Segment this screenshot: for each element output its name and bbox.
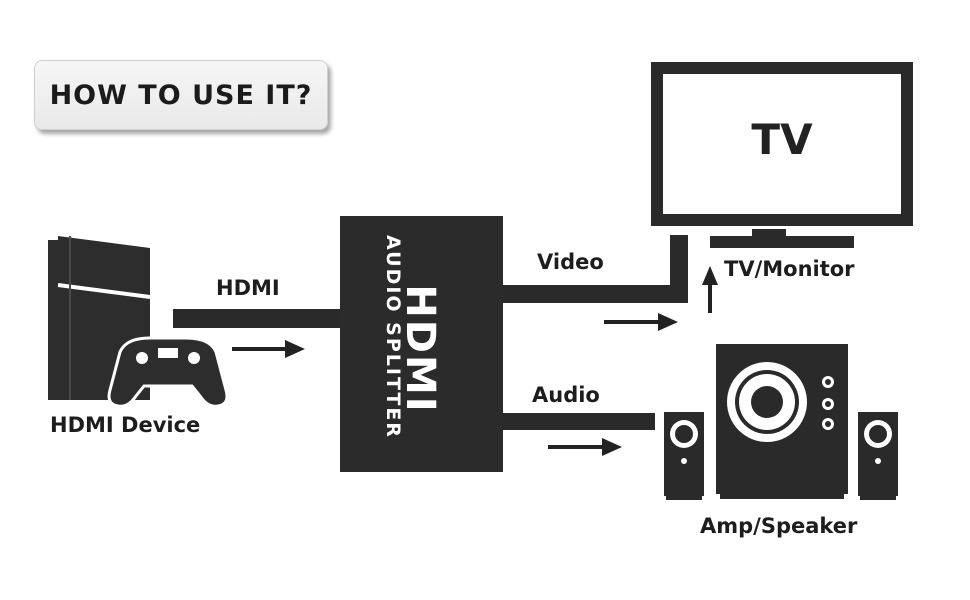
video-cable bbox=[503, 235, 688, 303]
hdmi-cable-label: HDMI bbox=[216, 276, 280, 300]
arrow-icon bbox=[548, 438, 622, 456]
splitter-box bbox=[340, 216, 503, 472]
arrow-icon bbox=[604, 313, 678, 331]
audio-label: Audio bbox=[532, 383, 600, 407]
splitter-sub-label: AUDIO SPLITTER bbox=[382, 235, 404, 439]
hdmi-cable bbox=[173, 309, 343, 328]
arrow-icon bbox=[232, 340, 305, 358]
gamepad-icon bbox=[107, 336, 229, 408]
video-label: Video bbox=[537, 250, 604, 274]
page-title: HOW TO USE IT? bbox=[49, 79, 313, 111]
tv-icon bbox=[651, 62, 913, 248]
speaker-icon bbox=[664, 344, 898, 500]
tv-screen-label: TV bbox=[751, 115, 813, 164]
amp-speaker-label: Amp/Speaker bbox=[700, 514, 858, 538]
splitter-label-group: HDMI AUDIO SPLITTER bbox=[340, 216, 503, 472]
audio-cable bbox=[503, 413, 655, 430]
arrow-icon bbox=[702, 266, 718, 313]
hdmi-device-label: HDMI Device bbox=[50, 413, 201, 437]
title-box: HOW TO USE IT? bbox=[34, 60, 328, 130]
tv-monitor-label: TV/Monitor bbox=[724, 257, 855, 281]
